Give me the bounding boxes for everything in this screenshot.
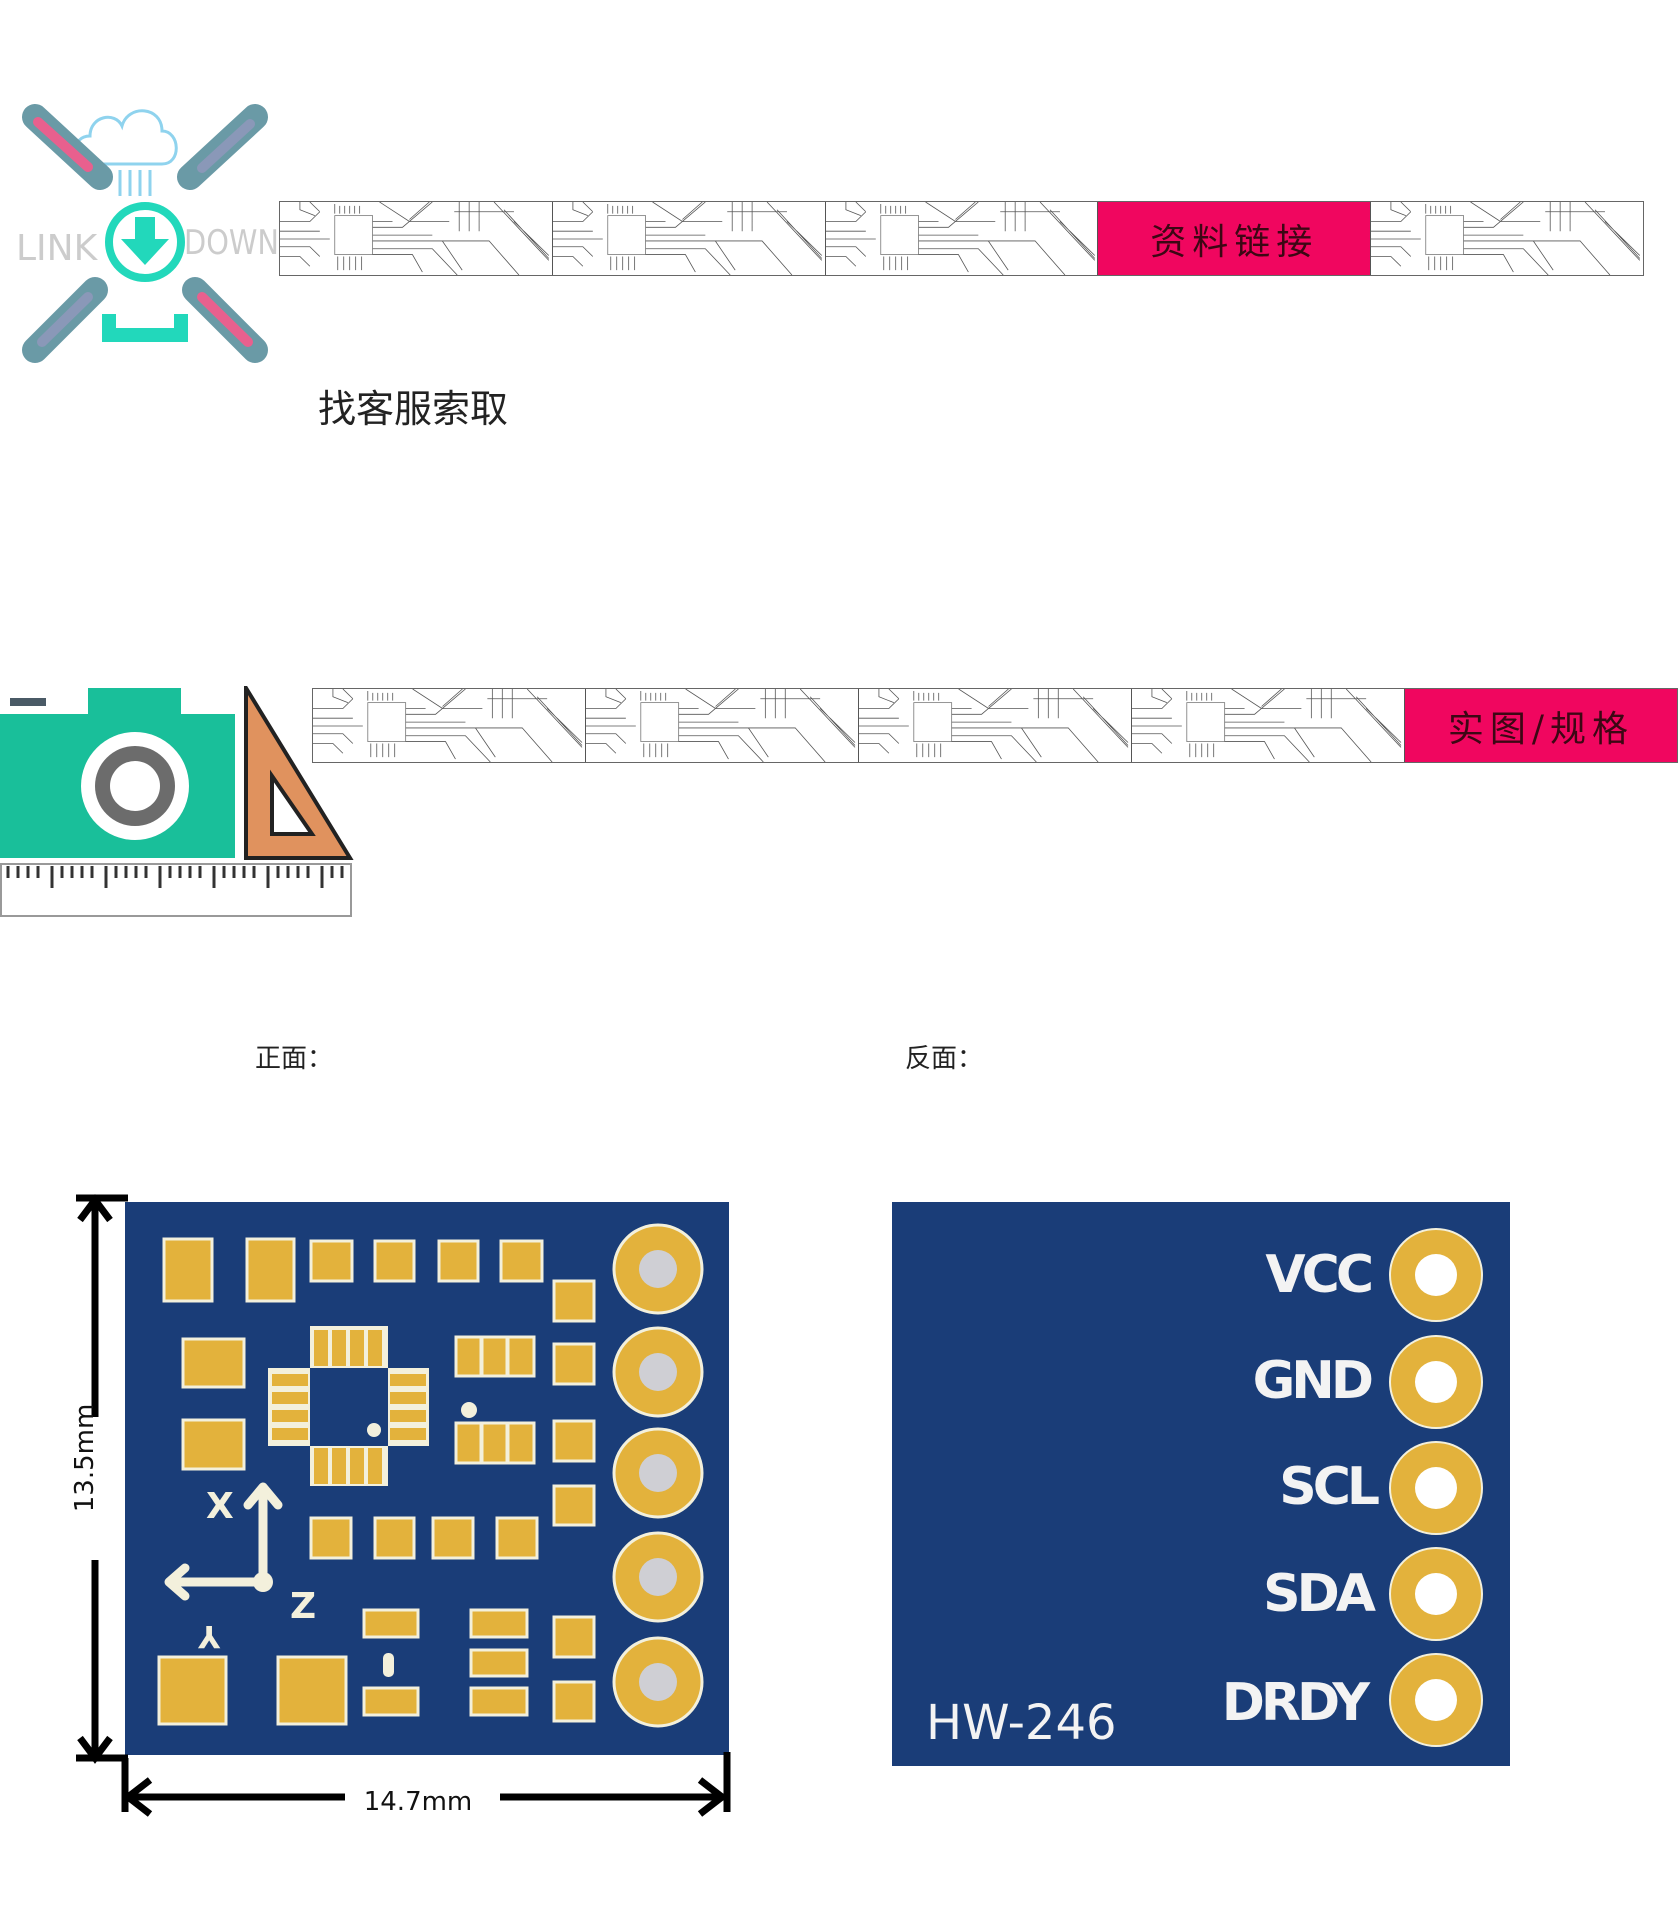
photos-specs-banner: 实图/规格 — [312, 688, 1678, 763]
pin-label-gnd: GND — [1253, 1351, 1372, 1411]
linkdown-logo: LINK DOWN — [16, 104, 279, 363]
datasheet-link-button[interactable]: 资料链接 — [1098, 202, 1372, 275]
link-chain-icon — [22, 104, 268, 363]
pin-label-scl: SCL — [1279, 1457, 1379, 1517]
circuit-pattern — [826, 202, 1099, 275]
camera-ruler-icon — [0, 686, 354, 917]
dimension-lines — [76, 1194, 731, 1817]
width-dimension-label: 14.7mm — [364, 1787, 473, 1817]
height-dimension-label: 13.5mm — [70, 1404, 100, 1513]
back-board-image: VCC GND SCL SDA DRDY HW-246 — [892, 1202, 1510, 1766]
qfn-chip-footprint — [268, 1326, 429, 1486]
pin-header-holes — [612, 1223, 704, 1728]
smd-pads — [157, 1237, 596, 1726]
circuit-pattern — [553, 202, 826, 275]
front-board-image: X Z Y 13.5mm 14.7mm — [70, 1194, 731, 1817]
logo-down-text: DOWN — [184, 223, 279, 263]
axis-x-label: X — [206, 1486, 234, 1527]
datasheet-link-label: 资料链接 — [1150, 221, 1319, 263]
circuit-pattern — [313, 689, 586, 762]
datasheet-link-banner: 资料链接 — [279, 201, 1644, 276]
front-side-label: 正面： — [255, 1044, 334, 1074]
photos-specs-heading: 实图/规格 — [1405, 689, 1677, 762]
circuit-pattern — [1371, 202, 1643, 275]
circuit-pattern — [280, 202, 553, 275]
axis-indicator — [164, 1482, 283, 1601]
axis-labels: X Z Y — [197, 1486, 316, 1653]
circuit-pattern — [1132, 689, 1405, 762]
back-side-label: 反面： — [905, 1044, 984, 1074]
download-icon — [102, 202, 188, 342]
circuit-pattern — [586, 689, 859, 762]
axis-y-label: Y — [197, 1618, 221, 1653]
axis-z-label: Z — [290, 1586, 316, 1627]
request-text: 找客服索取 — [318, 387, 509, 431]
circuit-pattern — [859, 689, 1132, 762]
board-model-label: HW-246 — [926, 1695, 1117, 1751]
pin-label-sda: SDA — [1263, 1564, 1376, 1624]
pin-label-drdy: DRDY — [1222, 1673, 1372, 1733]
logo-link-text: LINK — [16, 228, 99, 269]
photos-specs-label: 实图/规格 — [1447, 708, 1635, 750]
pin-label-vcc: VCC — [1265, 1245, 1370, 1305]
pin-pads — [1389, 1228, 1483, 1747]
